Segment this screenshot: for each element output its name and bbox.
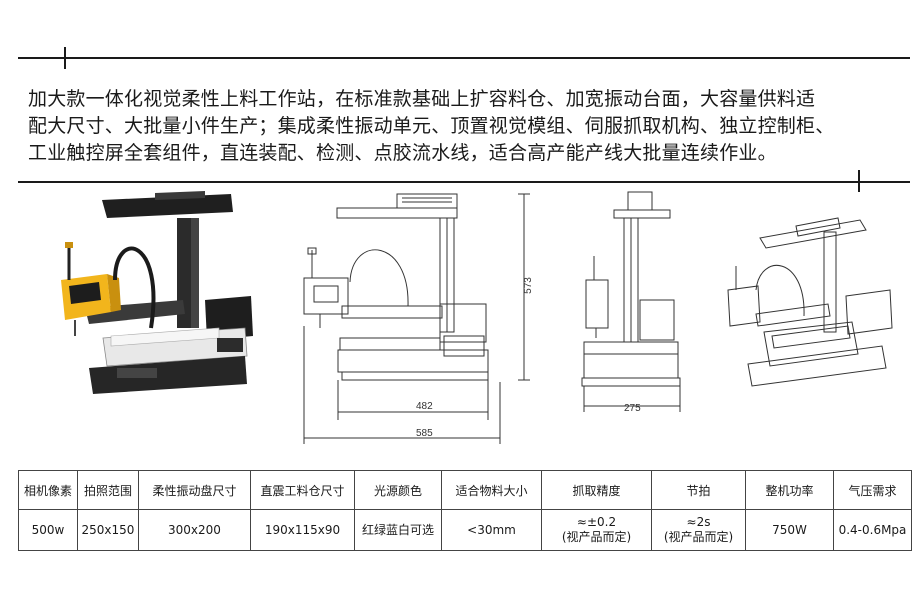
description-line: 加大款一体化视觉柔性上料工作站，在标准款基础上扩容料仓、加宽振动台面，大容量供料…	[28, 88, 816, 110]
description-line: 工业触控屏全套组件，直连装配、检测、点胶流水线，适合高产能产线大批量连续作业。	[28, 142, 777, 164]
spec-header: 直震工料仓尺寸	[250, 470, 355, 510]
dimension-width-inner: 482	[416, 401, 433, 412]
spec-value-main: <30mm	[467, 522, 516, 537]
spec-header: 节拍	[651, 470, 746, 510]
spec-value: 190x115x90	[250, 509, 355, 551]
spec-header: 抓取精度	[541, 470, 652, 510]
product-description: 加大款一体化视觉柔性上料工作站，在标准款基础上扩容料仓、加宽振动台面，大容量供料…	[28, 86, 908, 167]
spec-value: 300x200	[138, 509, 251, 551]
spec-value-note: (视产品而定)	[663, 530, 734, 544]
spec-value: ≈2s (视产品而定)	[651, 509, 746, 551]
spec-header: 柔性振动盘尺寸	[138, 470, 251, 510]
description-line: 配大尺寸、大批量小件生产；集成柔性振动单元、顶置视觉模组、伺服抓取机构、独立控制…	[28, 115, 835, 137]
front-view-drawing	[303, 193, 530, 444]
spec-value: <30mm	[441, 509, 542, 551]
top-divider	[18, 57, 910, 59]
spec-value-row: 500w 250x150 300x200 190x115x90 红绿蓝白可选 <…	[18, 509, 912, 551]
spec-value: 红绿蓝白可选	[354, 509, 442, 551]
spec-value: 500w	[18, 509, 78, 551]
spec-value-main: ≈±0.2	[576, 515, 617, 529]
spec-header: 相机像素	[18, 470, 78, 510]
side-view-drawing	[581, 191, 681, 412]
spec-value-main: 300x200	[168, 522, 221, 537]
spec-header-row: 相机像素 拍照范围 柔性振动盘尺寸 直震工料仓尺寸 光源颜色 适合物料大小 抓取…	[18, 470, 912, 510]
spec-value-main: 250x150	[81, 522, 135, 537]
spec-value: ≈±0.2 (视产品而定)	[541, 509, 652, 551]
dimension-depth: 275	[624, 403, 641, 414]
spec-header: 适合物料大小	[441, 470, 542, 510]
spec-value: 0.4-0.6Mpa	[833, 509, 912, 551]
middle-divider	[18, 181, 910, 183]
spec-header: 拍照范围	[77, 470, 139, 510]
spec-value-main: 红绿蓝白可选	[361, 522, 434, 537]
spec-value-main: 500w	[31, 522, 65, 537]
spec-header: 光源颜色	[354, 470, 442, 510]
spec-value-note: (视产品而定)	[561, 530, 632, 544]
dimension-width-outer: 585	[416, 428, 433, 439]
spec-table: 相机像素 拍照范围 柔性振动盘尺寸 直震工料仓尺寸 光源颜色 适合物料大小 抓取…	[18, 470, 912, 551]
perspective-drawing	[727, 217, 893, 387]
spec-header: 整机功率	[745, 470, 834, 510]
spec-value-main: 750W	[772, 522, 807, 537]
product-photo	[61, 191, 253, 394]
spec-value: 250x150	[77, 509, 139, 551]
spec-value-main: 0.4-0.6Mpa	[838, 522, 907, 537]
middle-divider-tick	[858, 170, 860, 192]
spec-value: 750W	[745, 509, 834, 551]
dimension-height: 573	[522, 277, 534, 294]
spec-value-main: ≈2s	[686, 515, 711, 529]
spec-value-main: 190x115x90	[264, 522, 341, 537]
spec-header: 气压需求	[833, 470, 912, 510]
top-divider-tick	[64, 47, 66, 69]
